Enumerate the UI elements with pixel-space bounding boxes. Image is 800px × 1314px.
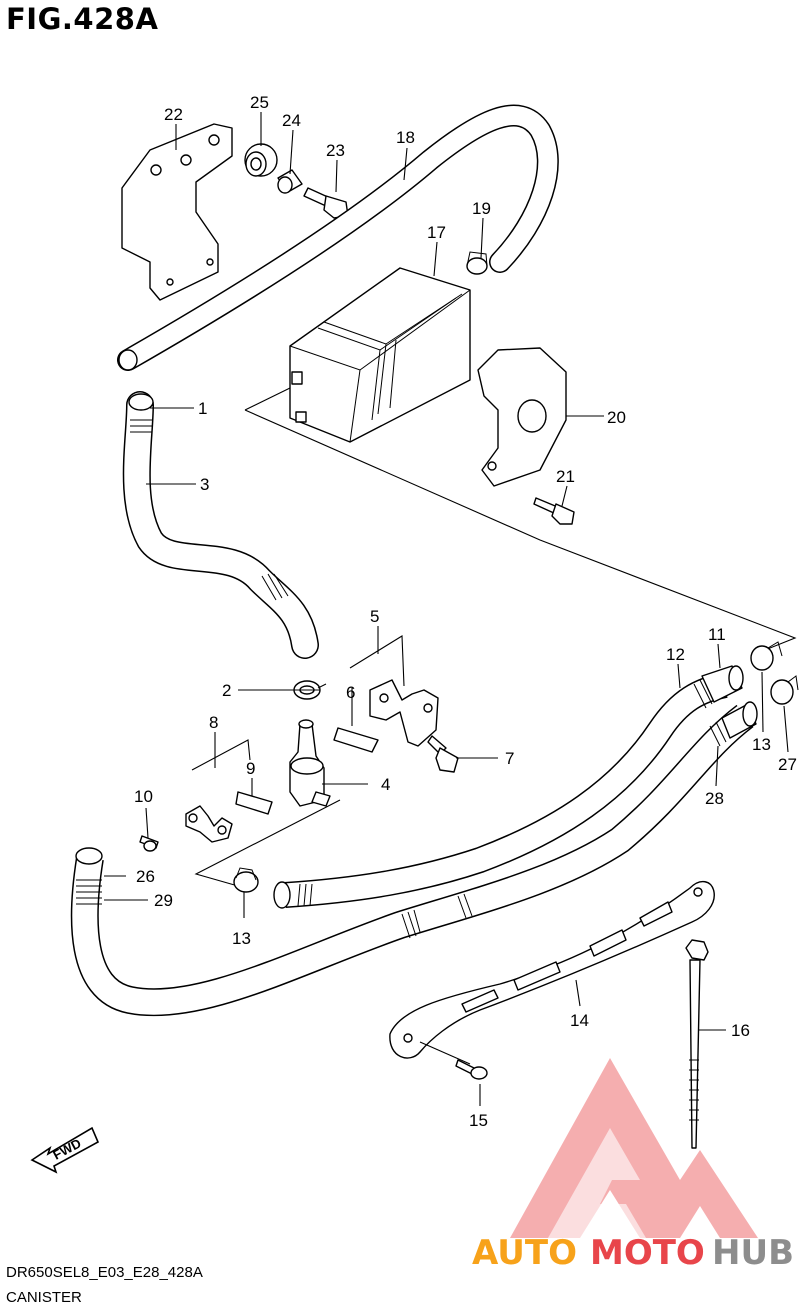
bracket-part-14 <box>389 881 715 1059</box>
callout-13-left: 13 <box>232 929 251 948</box>
callout-20: 20 <box>607 408 626 427</box>
model-code: DR650SEL8_E03_E28_428A <box>6 1264 203 1281</box>
callout-22: 22 <box>164 105 183 124</box>
callout-15: 15 <box>469 1111 488 1130</box>
bolt-part-23 <box>303 187 349 219</box>
bolt-part-21 <box>533 497 575 525</box>
watermark-text-moto: MOTO <box>590 1233 705 1273</box>
clamp-part-13-right <box>750 641 783 671</box>
callout-18: 18 <box>396 128 415 147</box>
bracket-part-22 <box>121 123 233 301</box>
cable-tie-part-16 <box>685 939 709 1149</box>
hose-part-3 <box>122 391 319 659</box>
callout-25: 25 <box>250 93 269 112</box>
callout-6: 6 <box>346 683 355 702</box>
callout-26: 26 <box>136 867 155 886</box>
callout-3: 3 <box>200 475 209 494</box>
callout-5: 5 <box>370 607 379 626</box>
section-name: CANISTER <box>6 1289 82 1306</box>
callout-19: 19 <box>472 199 491 218</box>
assembly-line-2 <box>194 799 341 889</box>
hose-part-12 <box>273 672 728 909</box>
callout-24: 24 <box>282 111 301 130</box>
callout-11: 11 <box>708 625 726 644</box>
pad-part-6 <box>333 727 379 753</box>
bolt-part-7 <box>427 735 459 773</box>
callout-23: 23 <box>326 141 345 160</box>
callout-2: 2 <box>222 681 231 700</box>
callout-7: 7 <box>505 749 514 768</box>
callout-8: 8 <box>209 713 218 732</box>
hose-part-18 <box>117 104 559 371</box>
callout-4: 4 <box>381 775 390 794</box>
screw-part-10 <box>139 835 159 852</box>
hose-ends-11-28 <box>693 665 758 747</box>
collar-part-24 <box>277 169 303 194</box>
callout-1: 1 <box>198 399 207 418</box>
leader-part-8 <box>191 739 251 771</box>
clamp-part-27 <box>770 675 799 705</box>
callout-labels: 22 25 24 23 18 19 17 20 21 1 3 5 6 2 8 7… <box>134 93 797 1130</box>
callout-28: 28 <box>705 789 724 808</box>
watermark-logo <box>510 1058 758 1238</box>
assembly-line <box>244 387 797 653</box>
callout-29: 29 <box>154 891 173 910</box>
callout-21: 21 <box>556 467 575 486</box>
callout-16: 16 <box>731 1021 750 1040</box>
callout-12: 12 <box>666 645 685 664</box>
callout-13-right: 13 <box>752 735 771 754</box>
clamp-part-19 <box>466 251 488 275</box>
fwd-arrow-icon: FWD <box>30 1126 100 1174</box>
callout-9: 9 <box>246 759 255 778</box>
callout-17: 17 <box>427 223 446 242</box>
pad-part-9 <box>235 791 273 815</box>
callout-10: 10 <box>134 787 153 806</box>
watermark-text-auto: AUTO <box>472 1233 577 1273</box>
leader-lines <box>104 112 789 1106</box>
clamp-part-8 <box>185 805 233 843</box>
callout-27: 27 <box>778 755 797 774</box>
bracket-part-5 <box>369 679 439 747</box>
figure-title: FIG.428A <box>6 2 159 36</box>
canister-part-17 <box>289 267 471 443</box>
fitting-part-4 <box>289 719 331 807</box>
leader-part-5 <box>349 635 405 687</box>
callout-14: 14 <box>570 1011 589 1030</box>
grommet-part-25 <box>244 143 278 177</box>
hose-part-28-29 <box>70 704 754 1017</box>
bracket-part-20 <box>477 347 567 487</box>
screw-part-15 <box>419 1041 488 1080</box>
clamp-part-13-left <box>233 867 259 893</box>
watermark-text-hub: HUB <box>712 1233 794 1273</box>
